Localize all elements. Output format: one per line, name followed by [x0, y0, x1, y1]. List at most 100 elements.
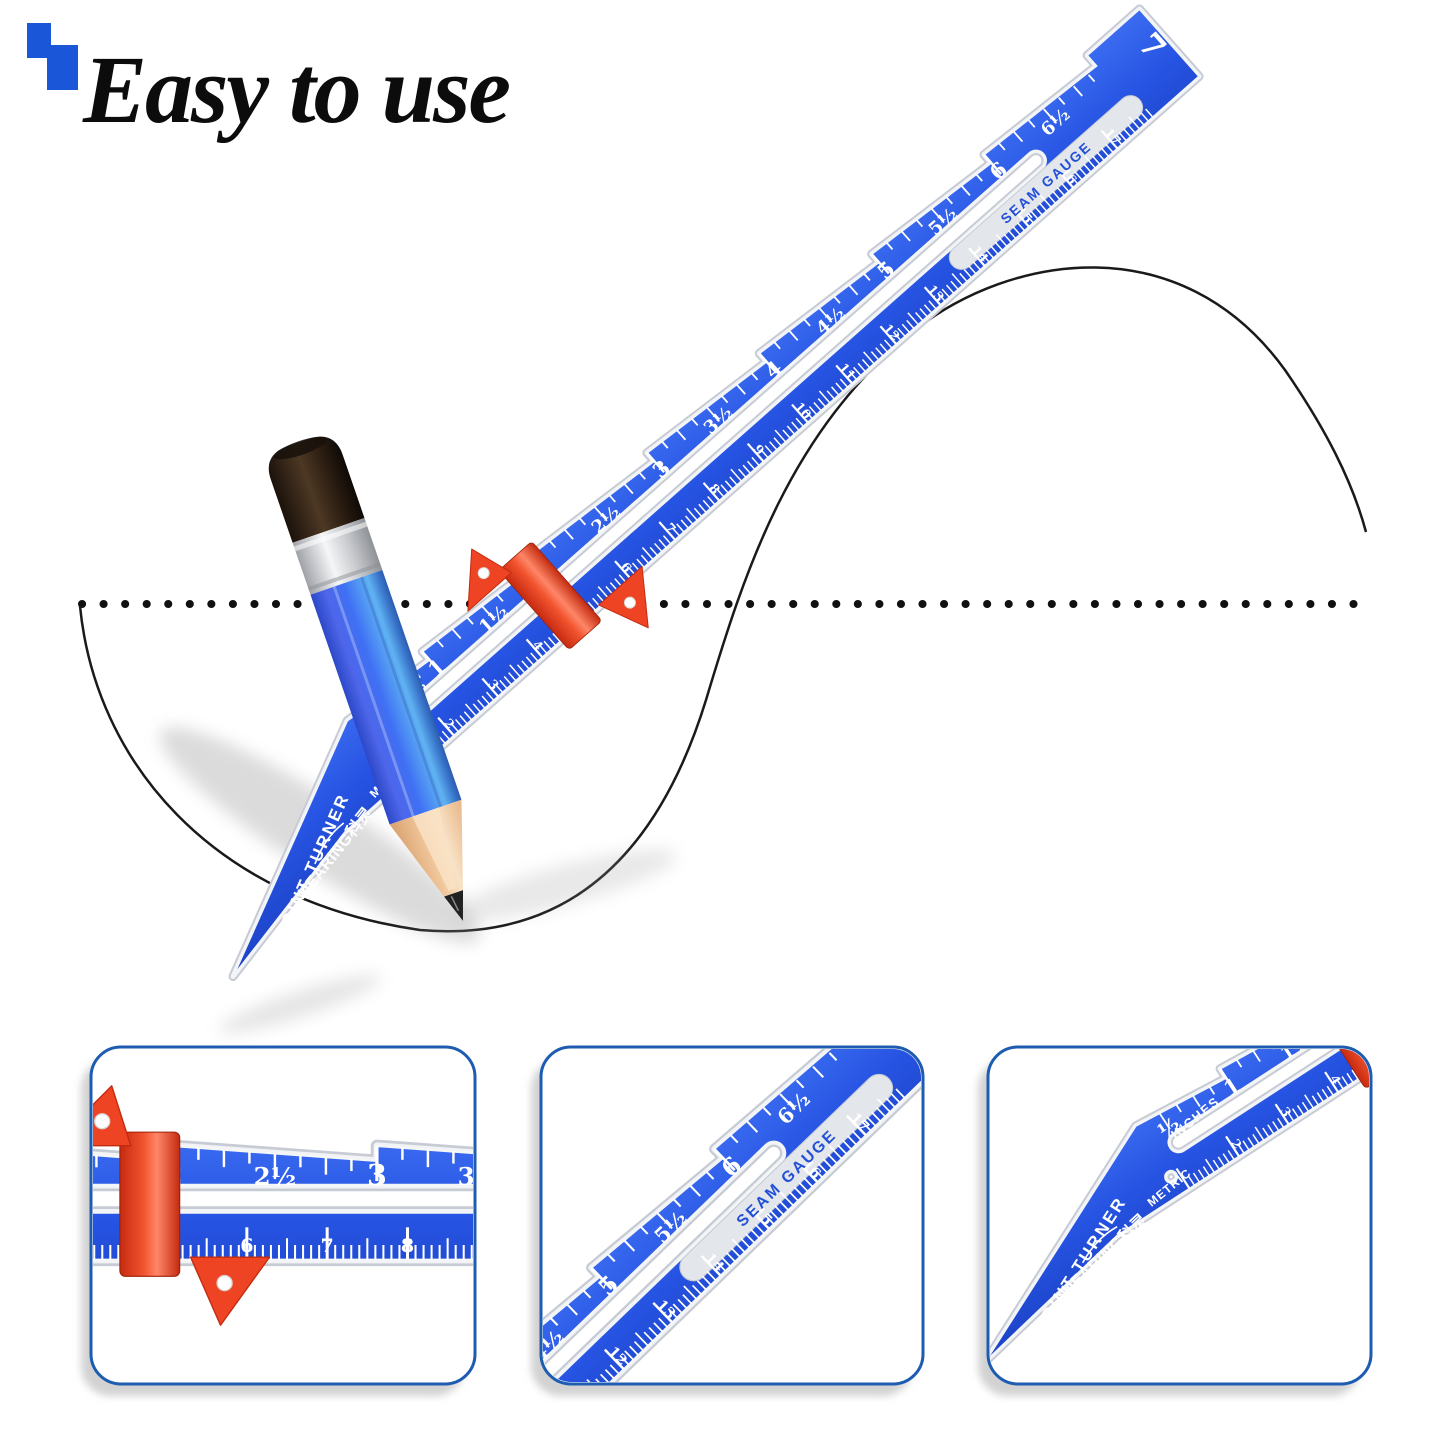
slider-pointer-bottom-hole [623, 596, 636, 609]
metric-tick [1301, 1101, 1310, 1112]
metric-number: 8 [401, 1235, 414, 1257]
metric-tick [875, 347, 884, 357]
metric-tick [788, 1191, 799, 1202]
metric-tick [706, 1270, 717, 1282]
metric-tick [454, 719, 464, 729]
metric-tick [857, 362, 866, 373]
metric-tick [968, 265, 977, 275]
metric-tick [731, 1238, 746, 1253]
metric-tick [1416, 1028, 1422, 1037]
pencil-wood-facet [412, 807, 457, 891]
metric-tick [740, 1238, 751, 1249]
inch-tick [656, 1212, 673, 1230]
inch-number: 2½ [254, 1162, 297, 1191]
metric-tick [830, 386, 840, 396]
metric-tick [803, 1177, 814, 1188]
inch-number: 4 [470, 1389, 501, 1421]
inch-tick [481, 605, 496, 621]
metric-tick [609, 1364, 620, 1375]
metric-tick [1105, 143, 1114, 154]
metric-tick [633, 1340, 644, 1352]
slider-pointer-top-hole [94, 1113, 111, 1130]
metric-tick [1426, 1022, 1432, 1031]
metric-tick [923, 304, 933, 314]
inch-tick [833, 295, 841, 304]
inch-tick [566, 1303, 578, 1316]
seam-gauge-band [948, 95, 1144, 270]
inch-tick [421, 650, 441, 672]
inch-tick [812, 1065, 824, 1078]
metric-tick [941, 288, 950, 298]
metric-tick [1122, 128, 1132, 138]
metric-tick [677, 1298, 688, 1310]
metric-tick [1187, 1175, 1196, 1186]
metric-tick [923, 286, 942, 306]
card-point-turner-closeup: ½11½22½33½44½55½66½234567891011121314151… [978, 960, 1445, 1396]
metric-tick [1252, 1133, 1260, 1145]
pencil-eraser-cap [268, 436, 365, 543]
metric-tick [846, 1114, 867, 1137]
metric-number: 7 [321, 1235, 334, 1257]
metric-tick [827, 1153, 838, 1165]
metric-tick [749, 1208, 771, 1230]
metric-tick [1100, 147, 1110, 157]
metric-tick [742, 464, 751, 474]
metric-tick [1016, 222, 1026, 232]
slider-band [499, 542, 601, 649]
inch-tick [1395, 960, 1400, 968]
metric-tick [1003, 233, 1012, 244]
metric-tick [950, 280, 959, 290]
metric-tick [968, 247, 986, 267]
slider-pointer-bottom [1401, 1017, 1445, 1091]
metric-tick [720, 484, 729, 494]
inch-tick [828, 1052, 838, 1061]
inch-tick [563, 528, 574, 540]
inch-tick [720, 395, 729, 404]
metric-tick [1267, 1124, 1275, 1135]
metric-tick [525, 656, 535, 666]
metric-tick [791, 403, 809, 424]
metric-tick [1140, 112, 1150, 122]
metric-tick [547, 636, 557, 647]
metric-tick [828, 1145, 843, 1160]
metric-tick [769, 1209, 780, 1221]
metric-tick [572, 1402, 581, 1411]
inch-tick [444, 1423, 454, 1434]
metric-tick [848, 370, 858, 380]
metric-tick [1039, 194, 1052, 208]
metric-tick [696, 1280, 707, 1291]
metric-tick [879, 325, 898, 345]
inch-tick [705, 1170, 715, 1180]
inch-tick [960, 185, 971, 196]
metric-tick [907, 312, 920, 326]
ruler-body [990, 1049, 1369, 1363]
ruler-tip-shadow [219, 974, 381, 1034]
metric-tick [725, 1252, 736, 1263]
metric-tick [985, 249, 995, 259]
inch-tick [930, 207, 945, 224]
slider-pointer-bottom-hole [216, 1274, 233, 1292]
metric-tick [835, 382, 844, 392]
metric-tick [1375, 1040, 1388, 1060]
metric-tick [648, 1326, 659, 1338]
metric-tick [530, 652, 539, 662]
metric-tick [463, 711, 473, 721]
metric-tick [915, 312, 924, 322]
metric-tick [835, 364, 853, 385]
headline: Easy to use [83, 36, 511, 143]
inch-tick [762, 1107, 772, 1116]
metric-tick [826, 390, 835, 400]
metric-tick [702, 499, 712, 510]
metric-tick [701, 1275, 712, 1286]
metric-tick [808, 405, 818, 416]
metric-tick [667, 1308, 678, 1319]
metric-tick [604, 1369, 615, 1380]
metric-tick [817, 1163, 828, 1174]
metric-tick [1296, 1105, 1305, 1116]
inch-tick [1252, 1050, 1261, 1062]
metric-tick [1304, 1094, 1315, 1109]
inch-tick [1013, 131, 1024, 143]
metric-tick [853, 366, 862, 377]
metric-tick [547, 1426, 556, 1435]
